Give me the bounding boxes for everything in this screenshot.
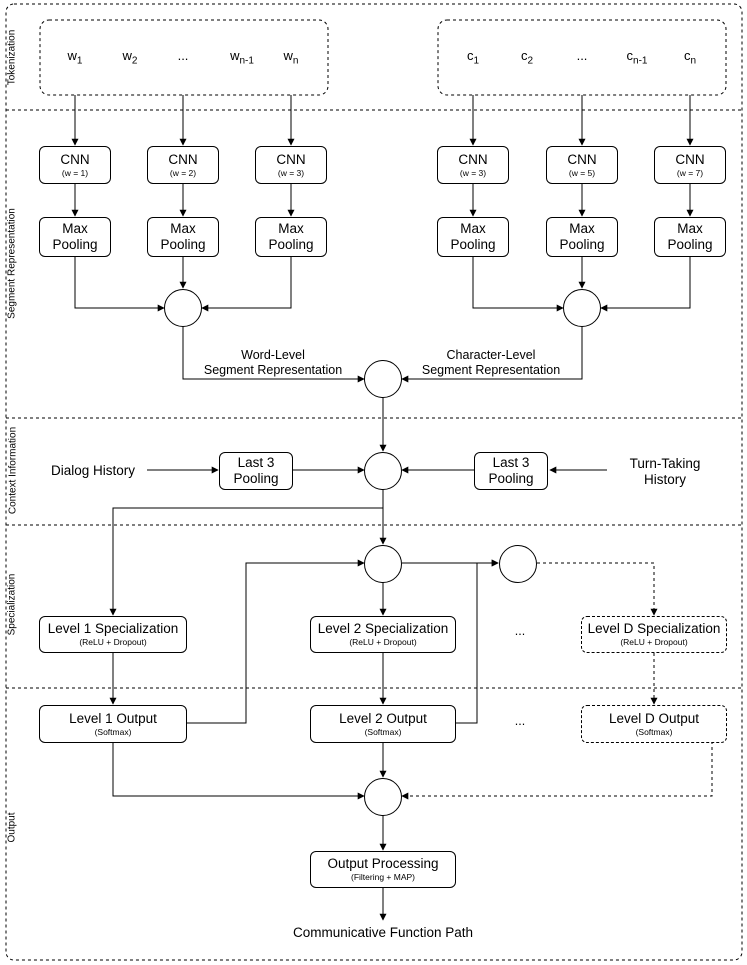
cnn-title: CNN [567,151,597,167]
cnn-window: (w = 3) [459,167,487,178]
char-token-2: c2 [520,48,534,67]
char-token-n-1: cn-1 [626,48,648,67]
spec-title: Level 1 Specialization [47,621,179,636]
section-label-context-information: Context Information [7,426,19,515]
word-cnn-w2: CNN (w = 2) [147,146,219,184]
output-ellipsis: ... [514,714,526,728]
word-level-line1: Word-Level [241,348,305,362]
pooling-line2: Pooling [160,237,206,252]
cnn-window: (w = 3) [277,167,305,178]
output-title: Level D Output [608,710,700,726]
level-1-output: Level 1 Output (Softmax) [39,705,187,743]
word-token-n-1: wn-1 [230,48,254,67]
cnn-title: CNN [458,151,488,167]
pooling-line2: Pooling [268,237,314,252]
pooling-line1: Max [569,221,595,236]
section-label-output: Output [6,812,18,843]
word-cnn-w1: CNN (w = 1) [39,146,111,184]
segment-concat-node [364,360,402,398]
level-1-specialization: Level 1 Specialization (ReLU + Dropout) [39,616,187,653]
word-token-2: w2 [122,48,138,67]
specialization-ellipsis: ... [514,624,526,638]
char-token-n: cn [683,48,697,67]
char-token-1: c1 [466,48,480,67]
turn-taking-history-label: Turn-Taking History [610,456,720,488]
word-concat-node [164,289,202,327]
spec-title: Level D Specialization [587,621,721,636]
word-level-line2: Segment Representation [203,363,343,377]
word-token-1: w1 [67,48,83,67]
cnn-window: (w = 7) [676,167,704,178]
output-processing: Output Processing (Filtering + MAP) [310,851,456,888]
spec-title: Level 2 Specialization [317,621,449,636]
char-cnn-w3: CNN (w = 3) [437,146,509,184]
cnn-title: CNN [675,151,705,167]
spec-sub: (ReLU + Dropout) [79,637,147,647]
dialog-last3-pooling: Last 3 Pooling [219,452,293,490]
cnn-title: CNN [60,151,90,167]
word-token-n: wn [283,48,299,67]
char-cnn-w5: CNN (w = 5) [546,146,618,184]
last3-line1: Last 3 [492,455,530,470]
turn-taking-line1: Turn-Taking [629,456,701,471]
communicative-function-path-label: Communicative Function Path [292,925,474,940]
word-max-pooling-3: Max Pooling [255,217,327,257]
char-max-pooling-2: Max Pooling [546,217,618,257]
char-max-pooling-3: Max Pooling [654,217,726,257]
pooling-line2: Pooling [52,237,98,252]
section-label-segment-representation: Segment Representation [6,208,18,319]
level-d-output: Level D Output (Softmax) [581,705,727,743]
cnn-window: (w = 1) [61,167,89,178]
word-max-pooling-1: Max Pooling [39,217,111,257]
output-sub: (Softmax) [94,726,132,737]
word-max-pooling-2: Max Pooling [147,217,219,257]
cnn-window: (w = 5) [568,167,596,178]
char-level-line1: Character-Level [446,348,536,362]
word-token-ellipsis: ... [177,48,189,63]
dialog-history-label: Dialog History [50,463,136,478]
last3-line2: Pooling [233,471,279,486]
pooling-line2: Pooling [450,237,496,252]
turn-taking-last3-pooling: Last 3 Pooling [474,452,548,490]
output-title: Level 2 Output [339,710,427,726]
char-level-line2: Segment Representation [421,363,561,377]
level-2-specialization: Level 2 Specialization (ReLU + Dropout) [310,616,456,653]
last3-line2: Pooling [488,471,534,486]
cnn-title: CNN [276,151,306,167]
char-concat-node [563,289,601,327]
spec-sub: (ReLU + Dropout) [620,637,688,647]
char-token-ellipsis: ... [576,48,588,63]
pooling-line1: Max [460,221,486,236]
level-2-output: Level 2 Output (Softmax) [310,705,456,743]
output-sub: (Softmax) [635,726,673,737]
specialization-concat-node-d [499,545,537,583]
processing-sub: (Filtering + MAP) [351,872,415,882]
output-title: Level 1 Output [69,710,157,726]
spec-sub: (ReLU + Dropout) [349,637,417,647]
last3-line1: Last 3 [237,455,275,470]
turn-taking-line2: History [643,472,686,487]
char-max-pooling-1: Max Pooling [437,217,509,257]
pooling-line1: Max [170,221,196,236]
context-concat-node [364,452,402,490]
section-label-tokenization: Tokenization [6,29,18,86]
pooling-line1: Max [677,221,703,236]
pooling-line1: Max [62,221,88,236]
cnn-title: CNN [168,151,198,167]
pooling-line2: Pooling [667,237,713,252]
specialization-concat-node-2 [364,545,402,583]
output-sub: (Softmax) [364,726,402,737]
processing-title: Output Processing [327,856,439,871]
pooling-line1: Max [278,221,304,236]
cnn-window: (w = 2) [169,167,197,178]
output-merge-node [364,778,402,816]
char-cnn-w7: CNN (w = 7) [654,146,726,184]
section-label-specialization: Specialization [6,573,18,636]
pooling-line2: Pooling [559,237,605,252]
level-d-specialization: Level D Specialization (ReLU + Dropout) [581,616,727,653]
char-level-label: Character-Level Segment Representation [406,348,576,378]
word-cnn-w3: CNN (w = 3) [255,146,327,184]
word-level-label: Word-Level Segment Representation [188,348,358,378]
